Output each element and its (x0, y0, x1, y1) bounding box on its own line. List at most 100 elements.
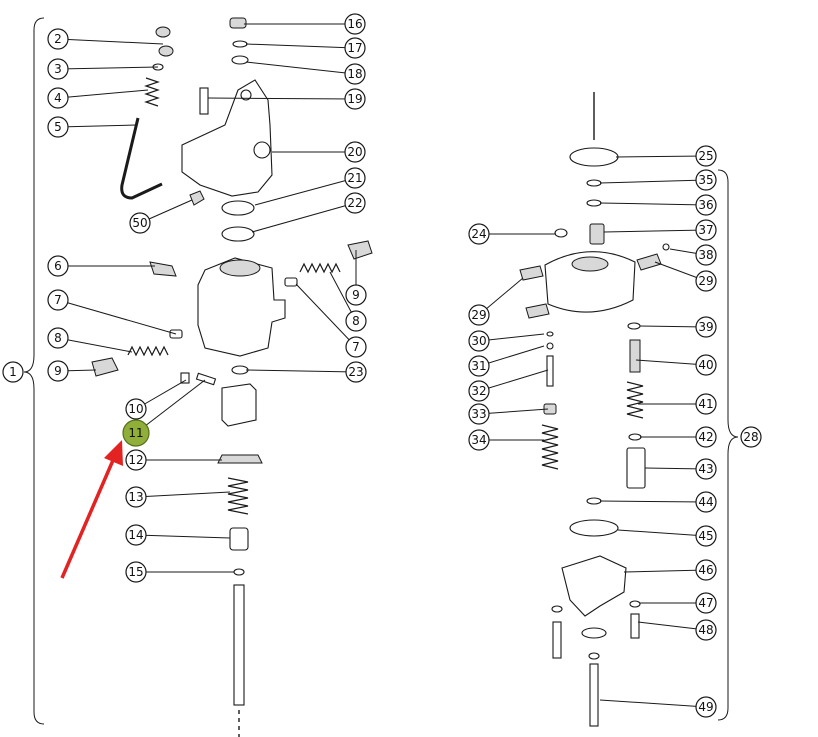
callout-number: 17 (347, 41, 362, 55)
leader-line (57, 299, 177, 335)
callout-1: 1 (2, 361, 24, 383)
nut-part (158, 45, 174, 57)
callout-number: 36 (698, 198, 713, 212)
callout-number: 16 (347, 17, 362, 31)
callout-7: 7 (345, 336, 367, 358)
spring-part (127, 345, 169, 357)
arrow-head (104, 440, 123, 466)
leader-line (207, 97, 356, 100)
callout-number: 15 (128, 565, 143, 579)
callout-25: 25 (695, 145, 717, 167)
callout-number: 25 (698, 149, 713, 163)
leader-line (599, 500, 707, 503)
leader-line (478, 369, 549, 392)
ring-part (231, 55, 249, 65)
callout-24: 24 (468, 223, 490, 245)
callout-number: 45 (698, 529, 713, 543)
leader-line (57, 124, 137, 128)
callout-circle (695, 559, 717, 581)
callout-3: 3 (47, 58, 69, 80)
leader-line (635, 359, 707, 366)
red-pointer-arrow (60, 440, 123, 579)
callout-circle (695, 145, 717, 167)
callout-23: 23 (345, 361, 367, 383)
callout-30: 30 (468, 330, 490, 352)
callout-29: 29 (695, 270, 717, 292)
callout-47: 47 (695, 592, 717, 614)
callout-17: 17 (344, 37, 366, 59)
callout-number: 49 (698, 700, 713, 714)
callout-circle (695, 270, 717, 292)
callout-number: 9 (352, 288, 360, 302)
leader-lines (57, 23, 707, 708)
callout-number: 14 (128, 528, 143, 542)
ring-part (628, 433, 642, 441)
callout-number: 3 (54, 62, 62, 76)
callout-36: 36 (695, 194, 717, 216)
callout-circle (2, 361, 24, 383)
callout-29: 29 (468, 304, 490, 326)
callout-number: 44 (698, 495, 713, 509)
callout-31: 31 (468, 355, 490, 377)
leader-line (617, 529, 707, 537)
callout-6: 6 (47, 255, 69, 277)
callout-number: 42 (698, 430, 713, 444)
callout-number: 19 (347, 92, 362, 106)
callout-circle (695, 426, 717, 448)
washer-part (629, 600, 641, 608)
callout-10: 10 (125, 398, 147, 420)
callout-number: 24 (471, 227, 486, 241)
leader-line (57, 38, 164, 45)
valve-body-bore (219, 259, 261, 277)
callout-39: 39 (695, 316, 717, 338)
callout-49: 49 (695, 696, 717, 718)
ball-part (546, 342, 554, 350)
leader-line (599, 179, 707, 184)
fitting-part (149, 261, 177, 277)
callout-number: 22 (347, 196, 362, 210)
leader-line (599, 699, 707, 708)
callout-circle (125, 398, 147, 420)
spring-part (541, 424, 559, 470)
callout-19: 19 (344, 88, 366, 110)
spring-part (626, 381, 644, 419)
callout-13: 13 (125, 486, 147, 508)
callout-11: 11 (122, 419, 150, 447)
leader-line (478, 333, 545, 342)
ball-part (662, 243, 670, 251)
callout-circle (47, 87, 69, 109)
callout-number: 23 (348, 365, 363, 379)
callout-number: 41 (698, 397, 713, 411)
callout-21: 21 (344, 167, 366, 189)
callout-number: 2 (54, 32, 62, 46)
pin-part (195, 372, 217, 386)
callout-41: 41 (695, 393, 717, 415)
callout-28: 28 (740, 426, 762, 448)
callout-38: 38 (695, 244, 717, 266)
callout-circle (695, 592, 717, 614)
right-assembly-brace (717, 169, 739, 721)
callout-40: 40 (695, 354, 717, 376)
callout-circle (344, 13, 366, 35)
callout-circle (345, 310, 367, 332)
fitting-part (91, 357, 119, 377)
ring-part (627, 322, 641, 330)
right-assembly-parts (519, 92, 670, 727)
callout-number: 37 (698, 223, 713, 237)
callout-20: 20 (344, 141, 366, 163)
callout-circle (125, 524, 147, 546)
sleeve-part (626, 447, 646, 489)
callout-circle (345, 284, 367, 306)
callout-12: 12 (125, 449, 147, 471)
callout-9: 9 (345, 284, 367, 306)
cover-part (561, 555, 627, 617)
leader-line (135, 534, 231, 539)
callout-number: 33 (471, 407, 486, 421)
callout-circle (47, 28, 69, 50)
callout-circle (468, 223, 490, 245)
callout-number: 4 (54, 91, 62, 105)
bolt-part (589, 663, 599, 727)
fitting-part (519, 265, 544, 281)
left-assembly-brace (23, 17, 45, 725)
o-ring-part (569, 519, 619, 537)
